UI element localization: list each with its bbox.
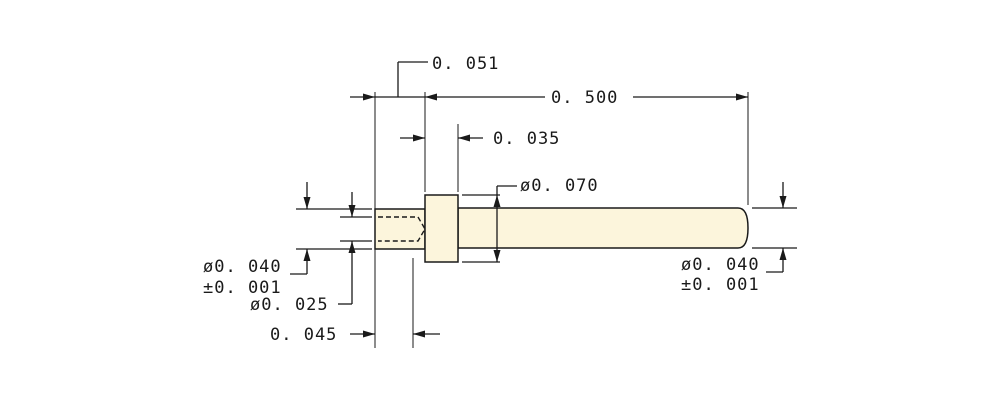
- dim-tol-left: ±0. 001: [203, 278, 282, 298]
- pin-shaft: [457, 207, 749, 249]
- hidden-bore: [378, 216, 426, 242]
- pin-tail: [374, 208, 426, 250]
- dim-0051: 0. 051: [432, 54, 499, 74]
- dimension-lines: [290, 61, 797, 348]
- pin-collar: [424, 194, 459, 263]
- dim-0500: 0. 500: [551, 88, 618, 108]
- dim-tol-right: ±0. 001: [681, 275, 760, 295]
- dim-dia-0040-left: ø0. 040: [203, 257, 282, 277]
- arrowheads: [303, 93, 787, 338]
- dim-dia-0025: ø0. 025: [250, 295, 329, 315]
- dim-0035: 0. 035: [493, 129, 560, 149]
- dim-dia-0070: ø0. 070: [520, 176, 599, 196]
- pin-part: [374, 194, 749, 263]
- dim-0045: 0. 045: [270, 325, 337, 345]
- dimension-labels: 0. 051 0. 500 0. 035 ø0. 070 ø0. 040 ±0.…: [203, 54, 760, 345]
- dim-dia-0040-right: ø0. 040: [681, 255, 760, 275]
